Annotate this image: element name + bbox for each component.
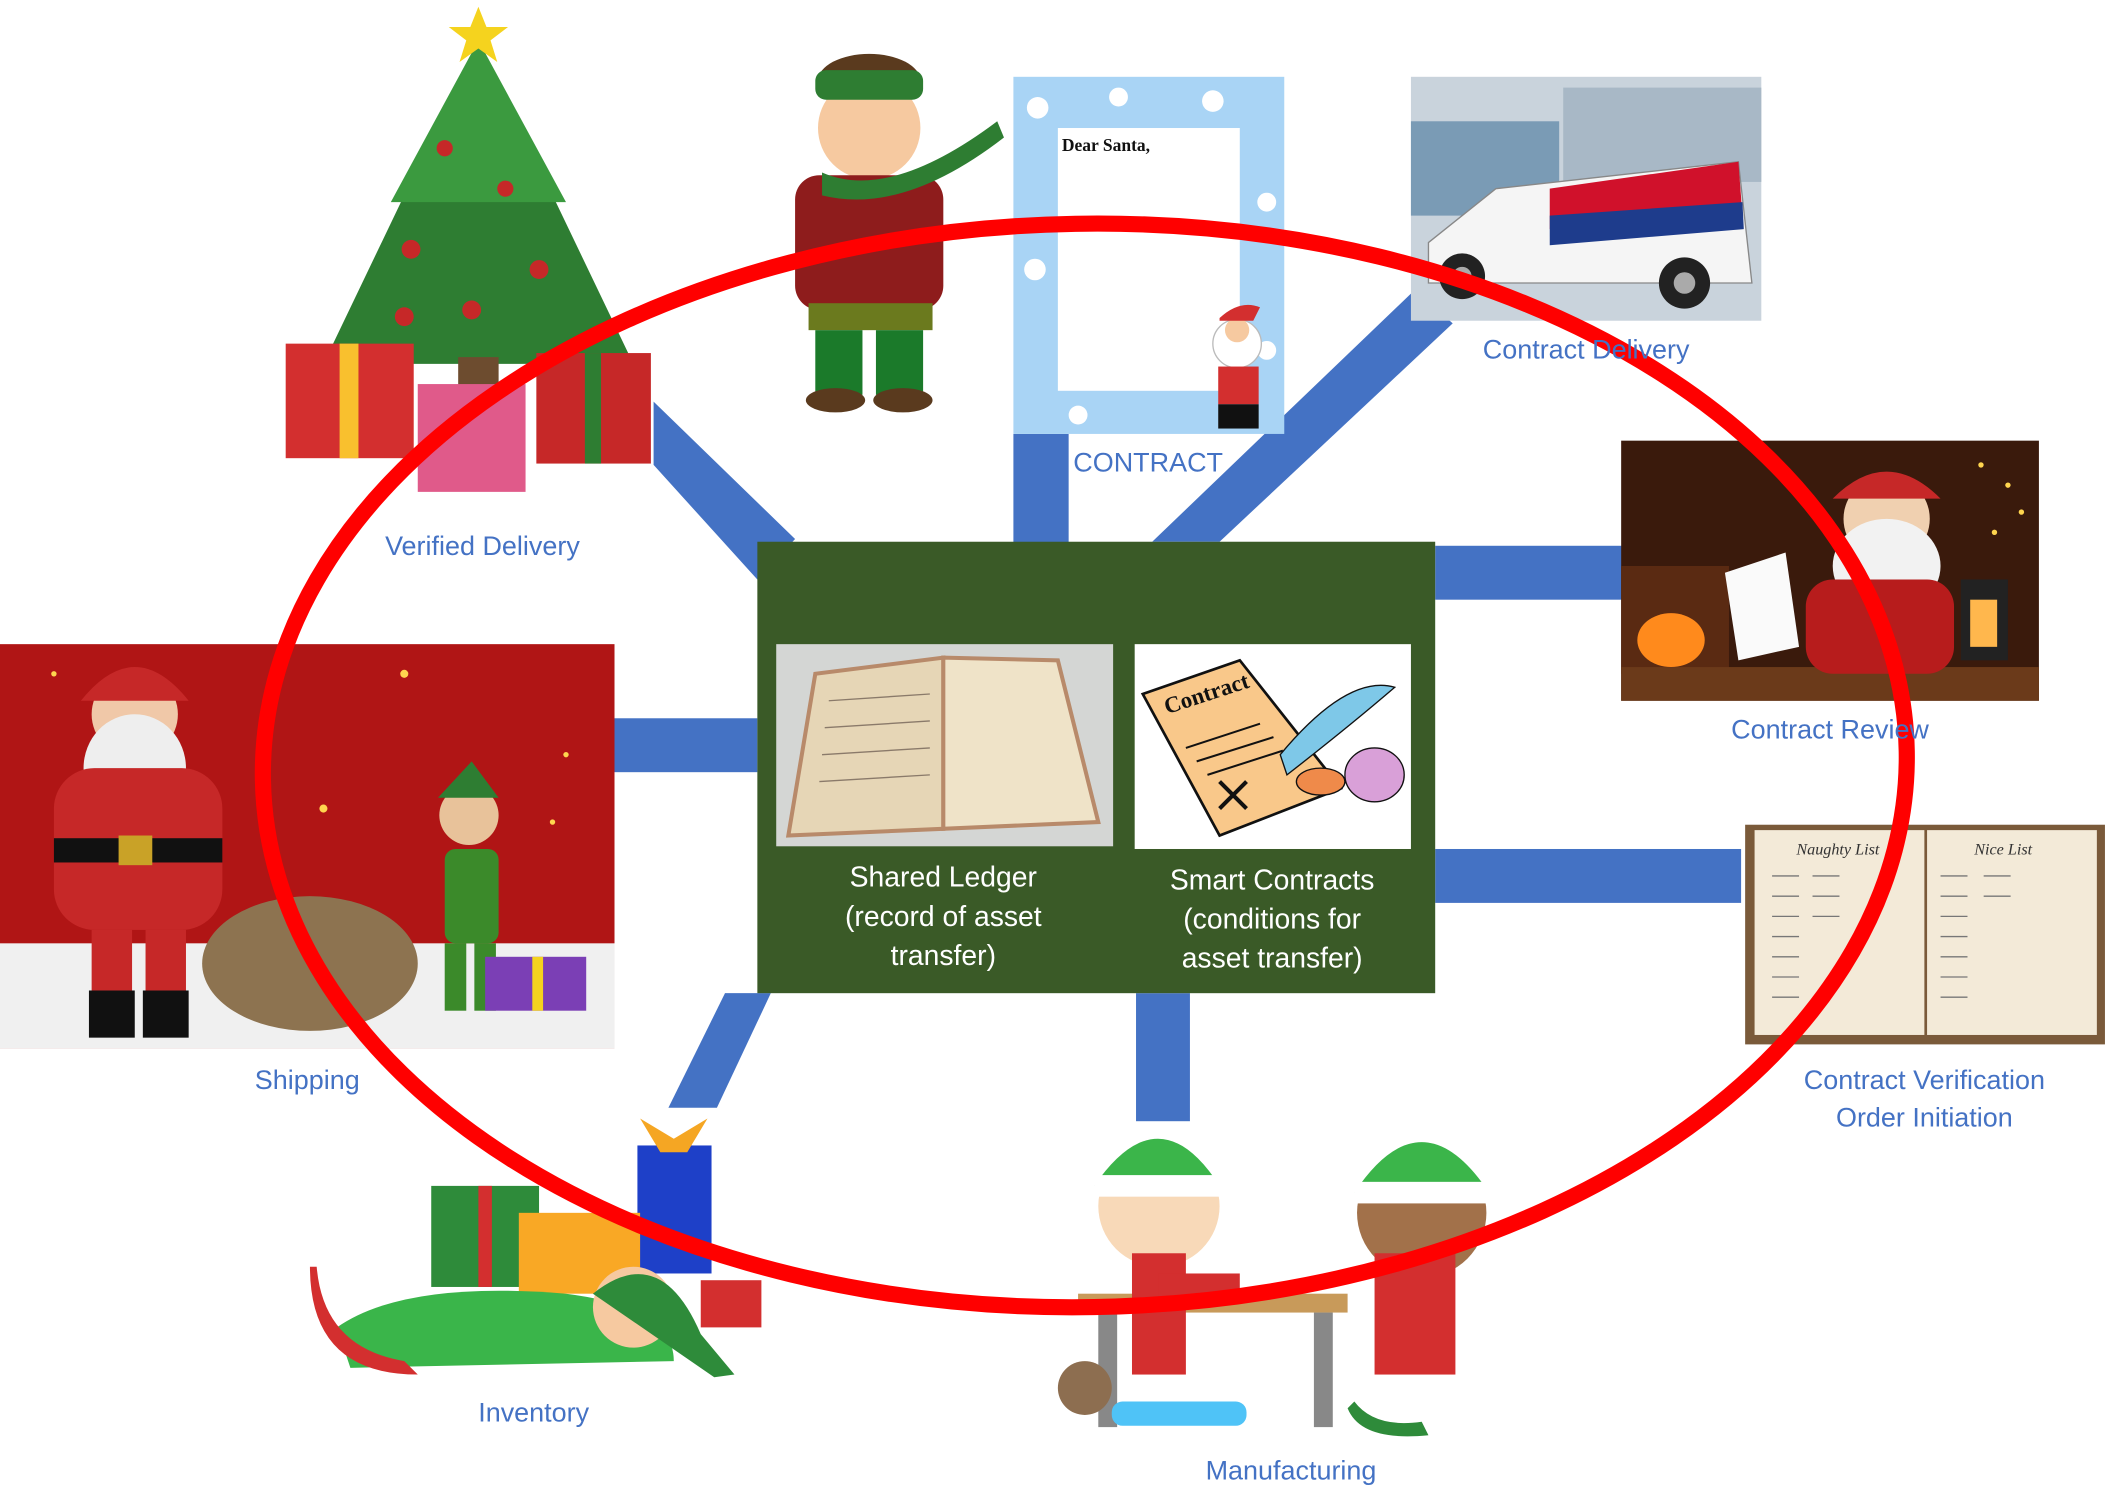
- shipping-label: Shipping: [254, 1065, 360, 1096]
- contract-verification-label: Contract Verification Order Initiation: [1804, 1062, 2045, 1137]
- smart-contracts-label: Smart Contracts (conditions for asset tr…: [1170, 861, 1374, 978]
- connector-contract-verification: [1435, 848, 1742, 903]
- santa-letter-image: Dear Santa,: [1013, 76, 1285, 434]
- sleeping-elf-image: [309, 1118, 762, 1378]
- star-icon: [448, 6, 509, 62]
- naughty-list-title: Naughty List: [1795, 841, 1880, 858]
- connectors: [614, 289, 1742, 1122]
- smart-contracts-line-2: (conditions for: [1183, 904, 1362, 936]
- naughty-nice-list-image: Naughty List Nice List: [1745, 824, 2105, 1045]
- contract-review-label: Contract Review: [1731, 715, 1929, 746]
- child-image: [795, 53, 1004, 413]
- connector-verified-delivery: [653, 401, 796, 580]
- manufacturing-label: Manufacturing: [1205, 1456, 1377, 1487]
- shared-ledger-line-2: (record of asset: [845, 901, 1042, 933]
- connector-manufacturing: [1136, 993, 1190, 1122]
- inventory-label: Inventory: [478, 1398, 590, 1429]
- smart-contracts-line-1: Smart Contracts: [1169, 865, 1375, 897]
- connector-shipping: [614, 718, 758, 773]
- nice-list-title: Nice List: [1973, 841, 2032, 858]
- ledger-image: [776, 644, 1114, 847]
- contract-verification-line-1: Contract Verification: [1803, 1065, 2045, 1096]
- connector-contract: [1013, 433, 1069, 545]
- santa-reading-image: [1621, 440, 2039, 701]
- connector-contract-review: [1435, 545, 1624, 600]
- contract-delivery-label: Contract Delivery: [1482, 335, 1690, 366]
- smart-contract-image: Contract: [1134, 644, 1411, 849]
- connector-contract-delivery: [1152, 289, 1453, 542]
- verified-delivery-label: Verified Delivery: [385, 532, 580, 562]
- red-ring: [254, 215, 1915, 1316]
- connector-inventory: [668, 993, 771, 1108]
- contract-label: CONTRACT: [1073, 448, 1224, 479]
- santa-and-elf-image: [0, 644, 615, 1049]
- shared-ledger-label: Shared Ledger (record of asset transfer): [845, 858, 1042, 975]
- elves-workshop-image: [1057, 1138, 1490, 1437]
- shared-ledger-line-3: transfer): [890, 940, 997, 972]
- letter-greeting: Dear Santa,: [1062, 135, 1150, 155]
- order-initiation-line: Order Initiation: [1835, 1103, 2013, 1134]
- smart-contracts-line-3: asset transfer): [1181, 943, 1363, 975]
- shared-ledger-line-1: Shared Ledger: [849, 862, 1037, 894]
